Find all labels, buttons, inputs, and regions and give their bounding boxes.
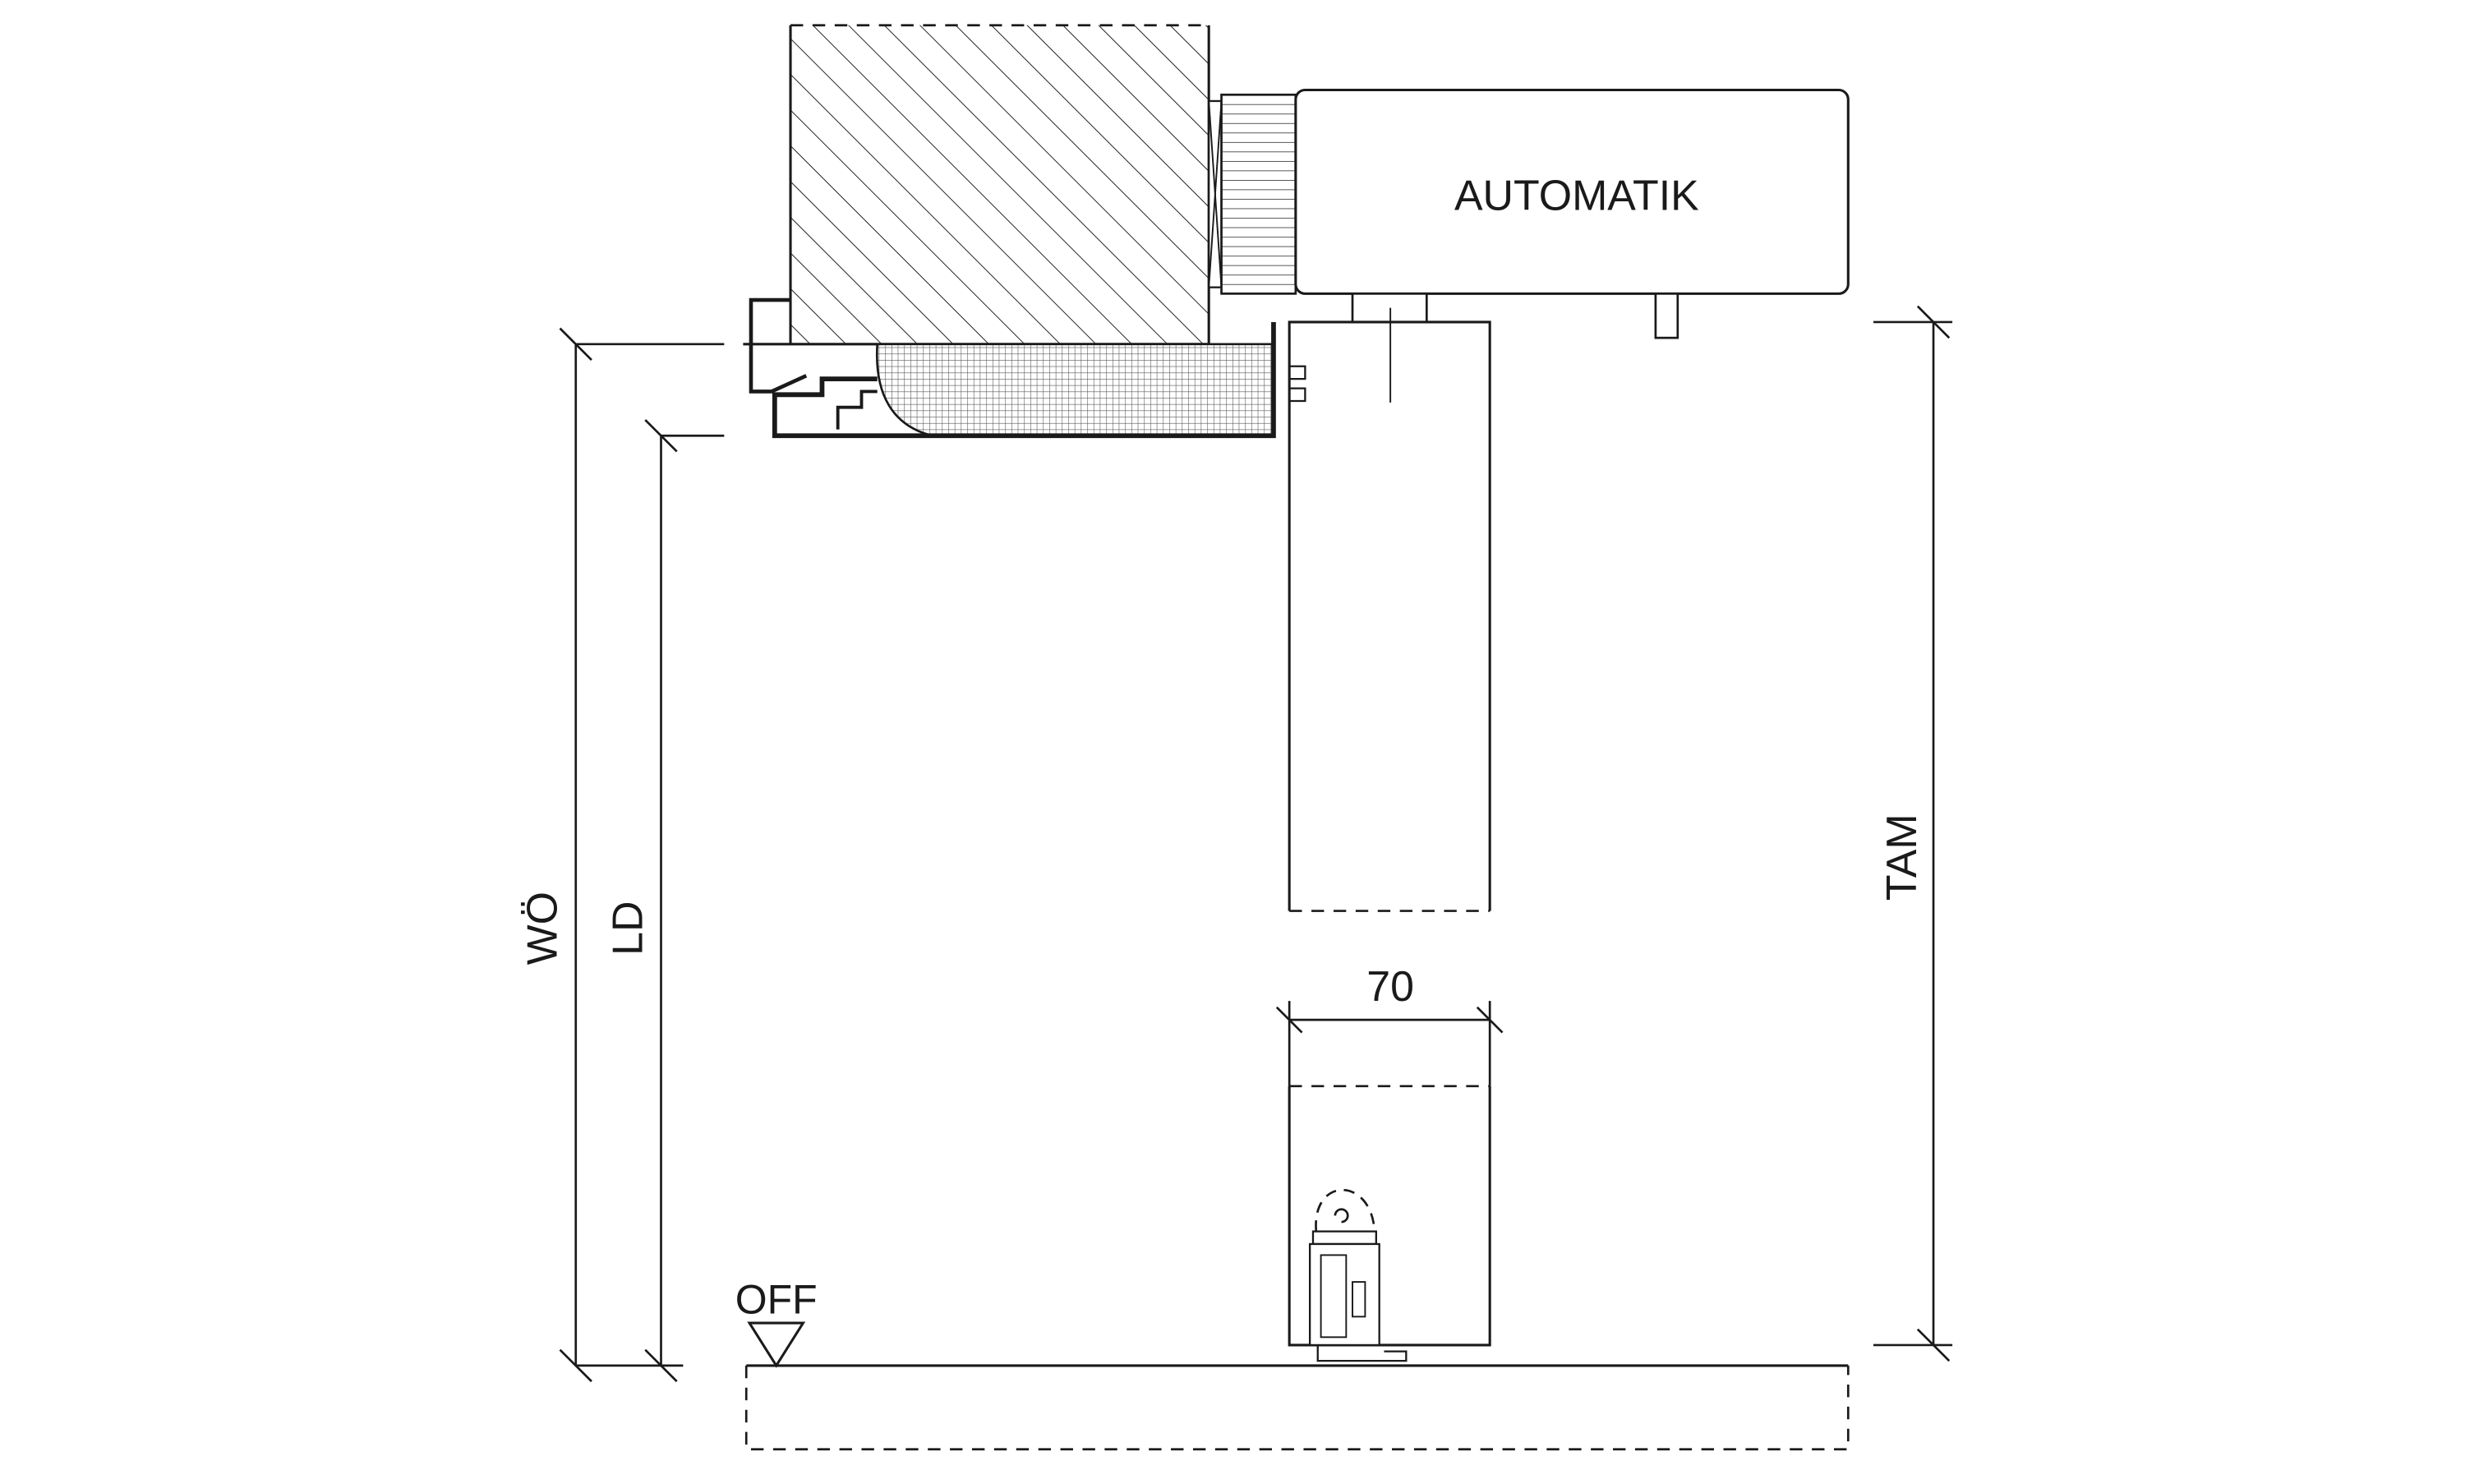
door-leaf-lower	[1288, 1085, 1491, 1347]
tam-label: TAM	[1878, 813, 1925, 901]
width-70-label: 70	[1366, 962, 1414, 1010]
ld-label: LD	[603, 901, 651, 956]
off-label: OFF	[735, 1277, 818, 1323]
dimension-ld: LD	[603, 419, 725, 1383]
motor-coupling	[1208, 93, 1297, 295]
dimension-wo: WÖ	[518, 327, 725, 1383]
wo-label: WÖ	[518, 892, 566, 965]
floor-slab	[744, 1364, 1850, 1451]
door-leaf-upper	[1288, 320, 1491, 912]
lintel-block	[789, 24, 1210, 346]
dimension-tam: TAM	[1873, 305, 1953, 1362]
frame-profile	[743, 297, 1276, 439]
off-marker: OFF	[735, 1277, 818, 1368]
track-connector	[1351, 293, 1428, 403]
floor-guide	[1308, 1189, 1408, 1362]
automatik-label: AUTOMATIK	[1454, 172, 1699, 219]
automatik-housing: AUTOMATIK	[1294, 88, 1850, 339]
dimension-70: 70	[1275, 962, 1504, 1086]
